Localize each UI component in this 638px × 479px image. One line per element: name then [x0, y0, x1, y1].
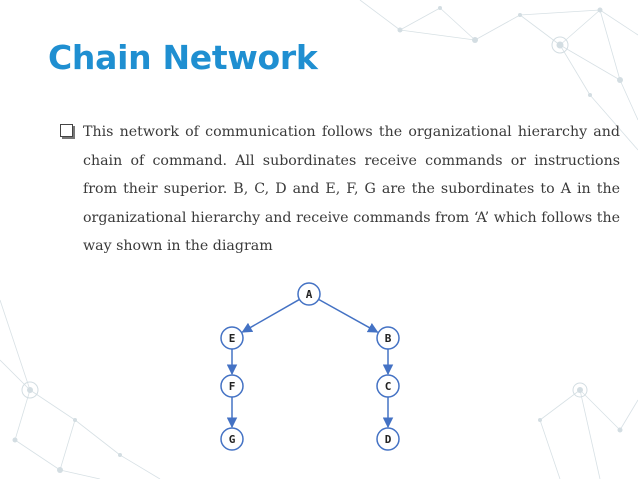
node-e-circle [220, 326, 244, 350]
node-d-circle [376, 427, 400, 451]
node-a: A [297, 282, 321, 306]
diagram-nodes: A E B F C G D [220, 282, 400, 451]
node-f: F [220, 374, 244, 398]
node-b-circle [376, 326, 400, 350]
node-a-label: A [306, 288, 313, 301]
node-g: G [220, 427, 244, 451]
node-b: B [376, 326, 400, 350]
edge-a-to-b [318, 298, 379, 333]
diagram-edges [226, 298, 394, 429]
edge-a-to-e [241, 298, 300, 333]
node-f-label: F [229, 380, 236, 393]
node-c-circle [376, 374, 400, 398]
node-e-label: E [229, 332, 236, 345]
node-d-label: D [385, 433, 392, 446]
node-e: E [220, 326, 244, 350]
square-bullet-icon [60, 124, 73, 137]
node-g-label: G [229, 433, 236, 446]
node-c-label: C [385, 380, 392, 393]
slide-title: Chain Network [48, 38, 318, 77]
node-a-circle [297, 282, 321, 306]
node-d: D [376, 427, 400, 451]
node-g-circle [220, 427, 244, 451]
bullet-text: This network of communication follows th… [83, 124, 620, 254]
node-f-circle [220, 374, 244, 398]
node-b-label: B [385, 332, 392, 345]
node-c: C [376, 374, 400, 398]
bullet-point: This network of communication follows th… [60, 118, 620, 261]
